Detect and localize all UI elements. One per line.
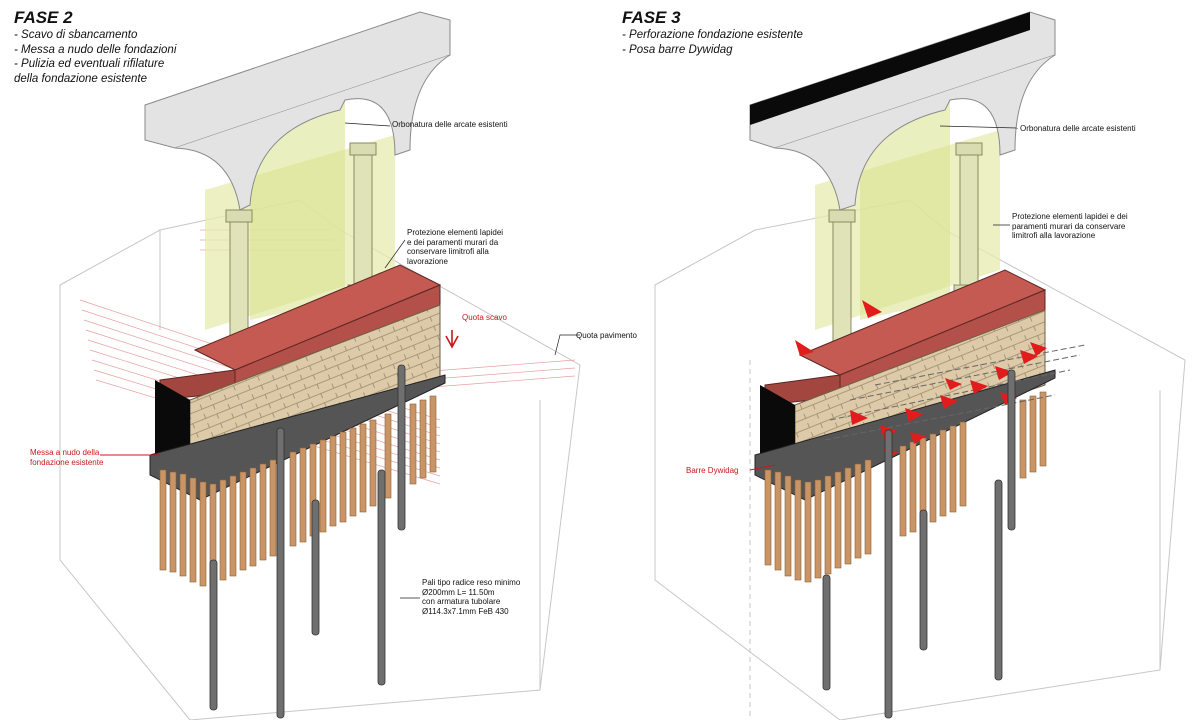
panel-fase-2: FASE 2 - Scavo di sbancamento - Messa a … xyxy=(14,8,637,720)
phase-title: FASE 2 xyxy=(14,8,73,27)
step-item: - Perforazione fondazione esistente xyxy=(622,29,803,41)
step-item: - Messa a nudo delle fondazioni xyxy=(14,43,177,56)
label-quota-pavimento: Quota pavimento xyxy=(576,331,637,340)
leader-lines xyxy=(939,125,1019,226)
quota-scavo-arrow xyxy=(445,330,459,349)
label-protezione: Protezione elementi lapidei e dei parame… xyxy=(1012,212,1128,240)
label-barre-dywidag: Barre Dywidag xyxy=(686,466,739,475)
root-piles xyxy=(159,395,437,589)
fase-3-drawing xyxy=(654,11,1186,720)
arch-infill xyxy=(250,98,345,320)
label-messa-nudo: Messa a nudo della fondazione esistente xyxy=(30,448,104,467)
step-item: - Pulizia ed eventuali rifilature xyxy=(14,58,165,70)
step-item: - Scavo di sbancamento xyxy=(14,29,138,41)
phase-steps: - Perforazione fondazione esistente - Po… xyxy=(622,28,803,57)
label-orbonatura: Orbonatura delle arcate esistenti xyxy=(392,120,508,129)
fase-2-drawing xyxy=(59,11,581,720)
arch-beam xyxy=(749,11,1056,211)
label-orbonatura: Orbonatura delle arcate esistenti xyxy=(1020,124,1136,133)
step-item: - Posa barre Dywidag xyxy=(622,43,733,56)
dywidag-bars xyxy=(824,344,1086,441)
panel-fase-3: FASE 3 - Perforazione fondazione esisten… xyxy=(600,0,1200,720)
leader-barre xyxy=(749,464,776,471)
phase-title: FASE 3 xyxy=(622,8,681,27)
arch-infill xyxy=(860,98,950,320)
phase-steps: - Scavo di sbancamento - Messa a nudo de… xyxy=(14,28,176,86)
label-protezione: Protezione elementi lapidei e dei parame… xyxy=(407,228,504,266)
arch-beam xyxy=(144,11,451,211)
label-pali: Pali tipo radice reso minimo Ø200mm L= 1… xyxy=(422,578,521,616)
excavation-wireframe xyxy=(654,199,1186,720)
root-piles xyxy=(764,391,1047,583)
steel-tubes xyxy=(822,369,1016,719)
label-quota-scavo: Quota scavo xyxy=(462,313,507,322)
leader-lines xyxy=(344,122,580,599)
steel-tubes xyxy=(209,364,406,719)
step-item: della fondazione esistente xyxy=(14,72,147,85)
